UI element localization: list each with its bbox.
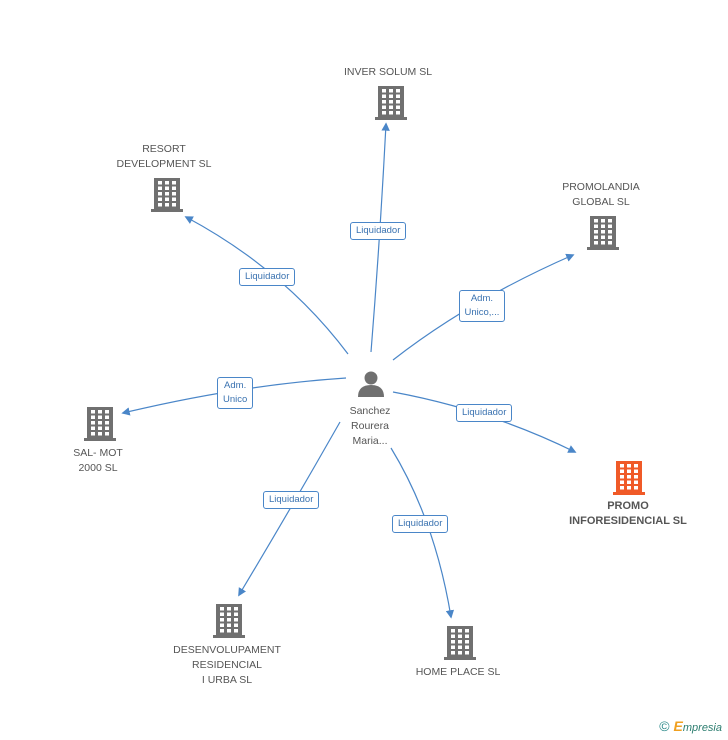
company-name-home[interactable]: HOME PLACE SL [415,666,501,678]
building-icon [375,86,407,120]
person-icon [358,371,384,397]
building-icon [613,461,645,495]
brand-initial: E [673,718,683,734]
building-icon [151,178,183,212]
company-name-desenv[interactable]: DESENVOLUPAMENT RESIDENCIAL I URBA SL [173,644,281,686]
edge-label-salmot: Adm. Unico [217,377,254,409]
company-name-promo[interactable]: PROMO INFORESIDENCIAL SL [569,500,687,527]
building-icon [213,604,245,638]
building-icon [587,216,619,250]
edge-label-resort: Liquidador [239,268,296,286]
edge-to-desenv [238,421,341,597]
building-icon [444,626,476,660]
edge-label-inver: Liquidador [350,222,407,240]
building-icon [84,407,116,441]
footer-brand: ©Empresia [659,718,722,734]
edge-label-promolandia: Adm. Unico,... [458,290,506,322]
edge-to-promo [392,391,577,453]
company-name-salmot[interactable]: SAL- MOT 2000 SL [73,447,123,474]
center-person-name[interactable]: Sanchez Rourera Maria... [349,405,391,447]
company-name-resort[interactable]: RESORT DEVELOPMENT SL [116,143,212,170]
company-name-promolandia[interactable]: PROMOLANDIA GLOBAL SL [562,181,640,208]
edge-label-desenv: Liquidador [263,491,320,509]
edge-label-home: Liquidador [392,515,449,533]
edge-label-promo: Liquidador [456,404,513,422]
brand-name: mpresia [682,722,722,734]
company-name-inver[interactable]: INVER SOLUM SL [343,66,433,78]
copyright-symbol: © [659,718,670,734]
